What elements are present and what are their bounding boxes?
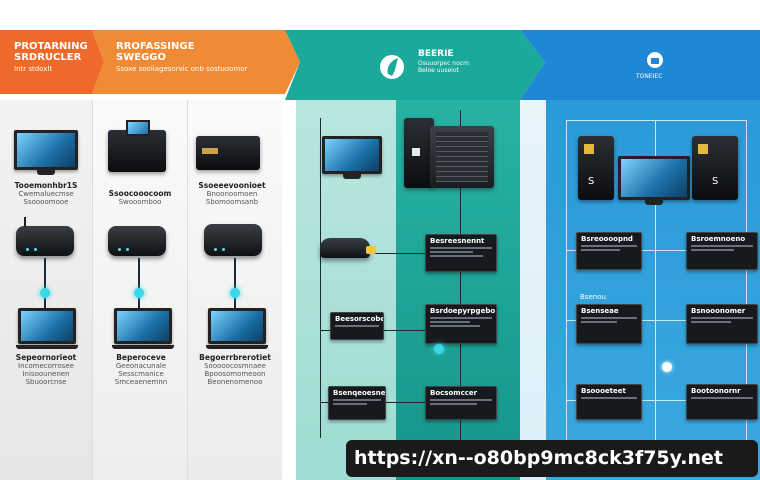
col5-card-5: Bsoooeteet	[576, 384, 642, 420]
col4-card-1: Besreesnennt	[425, 234, 497, 272]
col1-caption1-title: Tooemonhbr1S	[14, 181, 78, 190]
col4-monitor	[322, 136, 382, 179]
col3-caption1-title: Ssoeeevoonioet	[198, 181, 266, 190]
col5-server-left-label: S	[588, 176, 595, 187]
col5-card-6: Bootoonornr	[686, 384, 758, 420]
step2-subtitle: Ssoxe sooliagesorvic onb sostuoomor	[116, 65, 248, 73]
column3-laptop	[206, 308, 268, 349]
col3-caption2-line1: Sooooocosmnaee	[204, 362, 266, 370]
step1-arrow	[0, 30, 104, 94]
column3-router	[204, 224, 262, 256]
col4-card-5: Bocsomccer	[425, 386, 497, 420]
column1-monitor	[14, 130, 78, 175]
col4-link-node	[434, 344, 444, 354]
step1-title-line1: PROTARNING	[14, 41, 88, 52]
col1-caption2-line2: Inisoounenen	[22, 370, 70, 378]
step3-title: BEERIE	[418, 49, 454, 59]
step2-title-line2: SWEGGO	[116, 51, 166, 63]
column3-device	[196, 136, 260, 170]
col4-spine-mid	[460, 110, 461, 440]
col2-caption1-title: Ssoocooocoom	[108, 189, 172, 198]
col3-caption2-line2: Bpoosomomeoon	[204, 370, 266, 378]
col2-caption2-line2: Sesscmanice	[118, 370, 164, 378]
col4-card-2: Beesorscobeer	[330, 312, 384, 340]
col4-spine-left	[320, 118, 321, 438]
col5-card-4: Bsnooonomer	[686, 304, 758, 344]
step1-title-line2: SRDRUCLER	[14, 51, 82, 63]
step3-subtitle-line1: Osuuorpec nocm	[418, 60, 469, 68]
col2-caption2-title: Beperoceve	[116, 353, 166, 362]
col3-caption1-line1: Bnoonoomoen	[206, 190, 258, 198]
col5-mid-label: Bsenou	[580, 293, 606, 301]
header-banner	[0, 0, 760, 100]
col2-caption2-line1: Geeonacunale	[115, 362, 167, 370]
col5-monitor	[618, 156, 690, 205]
column2-laptop	[112, 308, 174, 349]
col1-caption2-title: Sepeornorieot	[15, 353, 77, 362]
step3-arrow	[285, 30, 545, 100]
column1-router	[16, 217, 74, 256]
col5-card-2: Bsroemnoeno	[686, 232, 758, 270]
step4-arrow	[520, 30, 760, 100]
col5-link-node	[662, 362, 672, 372]
col3-caption2-line3: Beonenomenoo	[207, 378, 263, 386]
col1-caption2-line1: Incomecorrosee	[18, 362, 74, 370]
step4-subtitle: TONEIEC	[636, 73, 663, 80]
col4-server	[404, 118, 434, 188]
col3-caption2-title: Begoerrbrerotiet	[199, 353, 271, 362]
col4-display	[430, 126, 494, 188]
col5-server-right: S	[692, 136, 738, 200]
col2-caption2-line3: Smceaenemnn	[114, 378, 168, 386]
step3-subtitle-line2: Beloe uuseiot	[418, 66, 459, 74]
col5-card-3: Bsenseae	[576, 304, 642, 344]
col1-link-node	[40, 288, 50, 298]
col4-card-3: Bsrdoepyrpgebo	[425, 304, 497, 344]
col5-server-left: S	[578, 136, 614, 200]
col2-link-node	[134, 288, 144, 298]
col5-server-right-label: S	[712, 176, 719, 187]
watermark-url: https://xn--o80bp9mc8ck3f75y.net	[346, 440, 758, 477]
step1-subtitle: Intr stdoxlt	[14, 65, 53, 73]
col2-caption1-line1: Swooomboo	[118, 198, 162, 206]
column2-device	[108, 120, 166, 172]
col3-caption1-line2: Sbomoomsanb	[205, 198, 259, 206]
col1-caption1-line1: Cwemaluecmse	[18, 190, 74, 198]
column1-laptop	[16, 308, 78, 349]
col4-router	[320, 238, 376, 258]
col1-caption2-line3: Sbuoorcnse	[25, 378, 67, 386]
col3-link-node	[230, 288, 240, 298]
column2-router	[108, 226, 166, 256]
col5-card-1: Bsreoooopnd	[576, 232, 642, 270]
col1-caption1-line2: Ssoooomooe	[23, 198, 69, 206]
col4-card-4: Bsenqeoesne	[328, 386, 386, 420]
step2-arrow	[92, 30, 300, 94]
step2-title-line1: RROFASSINGE	[116, 41, 195, 52]
